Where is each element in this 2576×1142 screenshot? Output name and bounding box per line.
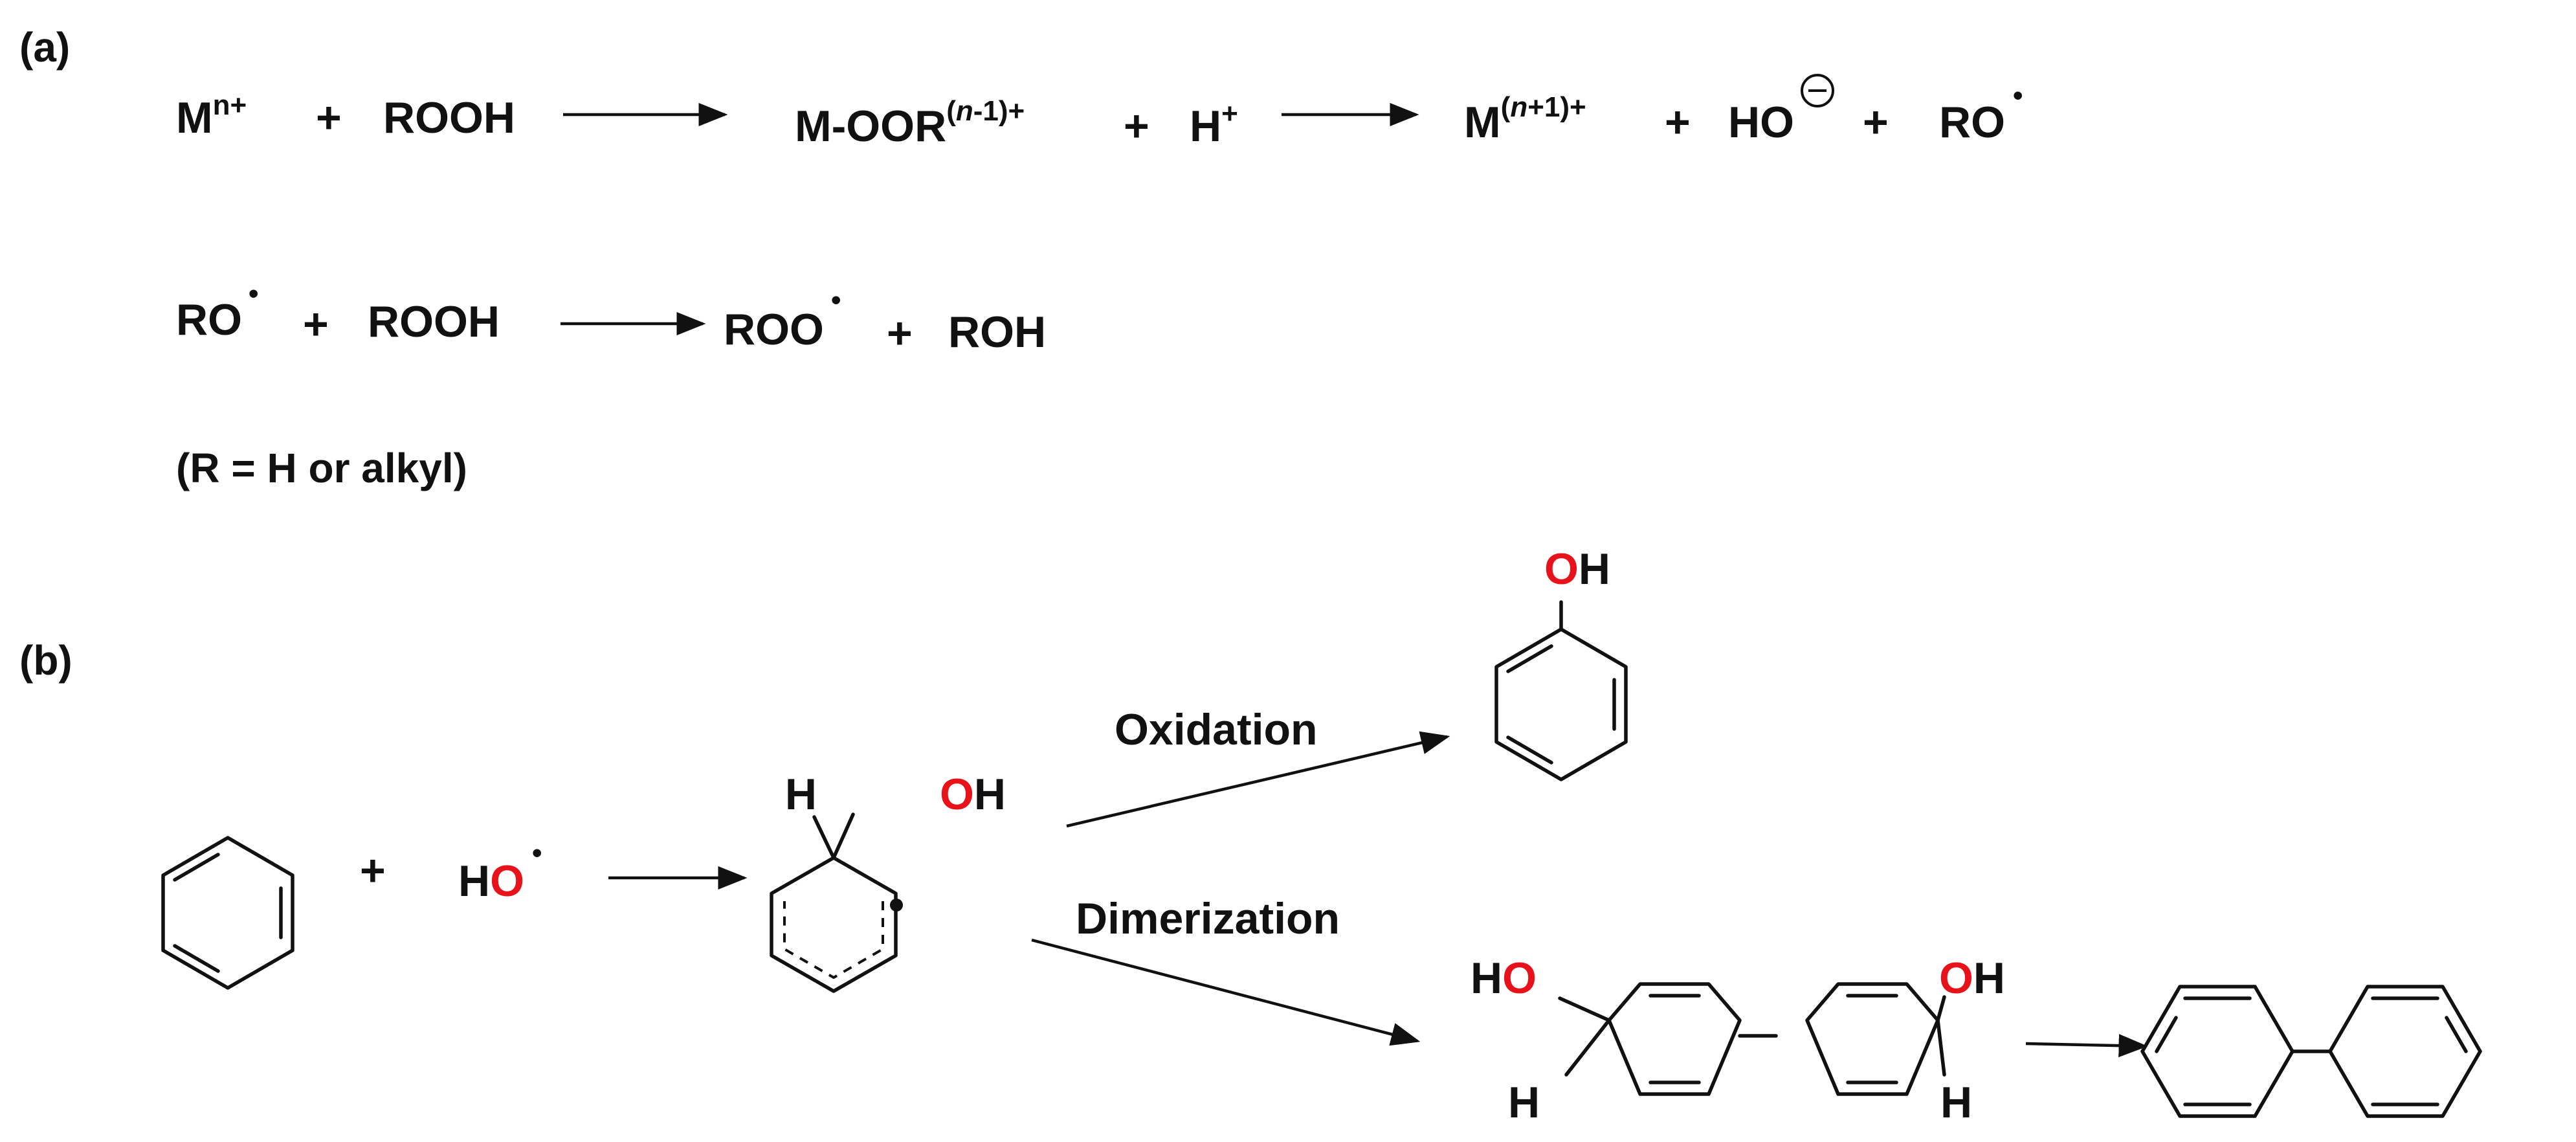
radical-dot <box>890 899 903 912</box>
peroxyl-radical: ROO <box>724 305 824 354</box>
plus-sign: + <box>316 93 342 142</box>
panel-b-label: (b) <box>19 637 72 684</box>
plus-sign: + <box>1863 98 1889 147</box>
metal-charge: n+ <box>213 89 247 121</box>
dimer-right-hydroxyl: OH <box>1939 954 2005 1003</box>
alcohol: ROH <box>948 308 1046 357</box>
phenol-molecule: OH <box>1494 544 1628 781</box>
benzene-molecule <box>161 836 294 990</box>
phenol-ring <box>1494 627 1628 781</box>
bond-to-h <box>1936 1018 1946 1077</box>
oxidation-label: Oxidation <box>1115 705 1318 754</box>
reaction-2: RO • + ROOH ROO • + ROH <box>176 278 1046 358</box>
dimerization-arrow <box>1031 938 1421 1046</box>
hydroxycyclohexadienyl-radical: H OH <box>770 770 1006 993</box>
double-bond <box>1506 735 1553 765</box>
alkoxyl-radical: RO <box>176 295 242 344</box>
hydroxide-ion: HO <box>1728 98 1794 147</box>
svg-text:M-OOR(n-1)+: M-OOR(n-1)+ <box>795 95 1025 151</box>
dimer-left-hydrogen: H <box>1508 1078 1540 1127</box>
delocalized-bond-dashes <box>783 901 884 980</box>
plus-sign: + <box>360 846 386 895</box>
phenol-hydroxyl: OH <box>1544 544 1610 594</box>
radical-dot: • <box>532 837 542 869</box>
biphenyl-molecule <box>2140 985 2482 1118</box>
panel-a-label: (a) <box>19 24 70 71</box>
hydroxyl-radical: HO <box>458 856 524 906</box>
oxidized-metal-ion: M <box>1464 98 1501 147</box>
dehydration-arrow <box>2025 1034 2148 1058</box>
adduct-hydroxyl: OH <box>940 770 1006 819</box>
radical-dot: • <box>249 278 258 309</box>
dimer-right-ring <box>1805 982 1940 1096</box>
hydroperoxide: ROOH <box>383 93 515 142</box>
dimer-left-hydroxyl: HO <box>1471 954 1537 1003</box>
double-bond <box>2155 1016 2178 1053</box>
plus-sign: + <box>303 300 329 349</box>
svg-text:H+: H+ <box>1190 98 1238 151</box>
bond-to-oh <box>832 812 855 860</box>
metal-ion: M <box>176 93 213 142</box>
metal-peroxo-complex: M-OOR <box>795 102 946 151</box>
bond-to-oh <box>1558 996 1611 1022</box>
biphenyl-right-ring <box>2328 985 2482 1118</box>
dimer-molecule: HO H OH H <box>1471 954 2005 1127</box>
svg-text:M(n+1)+: M(n+1)+ <box>1464 91 1586 147</box>
dimerization-label: Dimerization <box>1076 894 1340 943</box>
radical-dot: • <box>831 284 841 316</box>
reaction-1: Mn+ + ROOH M-OOR(n-1)+ + H+ M(n+1)+ + HO… <box>176 74 2023 151</box>
radical-dot: • <box>2013 80 2023 111</box>
alkoxyl-radical: RO <box>1939 98 2005 147</box>
r-group-note: (R = H or alkyl) <box>176 445 467 491</box>
svg-text:Mn+: Mn+ <box>176 89 247 142</box>
plus-sign: + <box>887 309 913 358</box>
plus-sign: + <box>1665 98 1691 147</box>
proton: H <box>1190 102 1221 151</box>
double-bond <box>1506 644 1553 673</box>
benzene-ring <box>161 836 294 990</box>
bond-to-oh <box>1936 995 1946 1022</box>
hydroperoxide: ROOH <box>368 297 500 346</box>
adduct-hydrogen: H <box>785 770 817 819</box>
biphenyl-left-ring <box>2140 985 2294 1118</box>
double-bond <box>2445 1016 2468 1053</box>
radical-ring <box>770 856 898 993</box>
bond-to-h <box>812 815 836 860</box>
oxidation-arrow <box>1066 731 1450 828</box>
dimer-left-ring <box>1607 982 1742 1096</box>
plus-sign: + <box>1124 102 1149 151</box>
bond-to-h <box>1564 1018 1611 1077</box>
double-bond <box>173 944 220 973</box>
double-bond <box>173 853 220 882</box>
negative-charge-circle <box>1801 74 1834 107</box>
dimer-right-hydrogen: H <box>1940 1078 1972 1127</box>
